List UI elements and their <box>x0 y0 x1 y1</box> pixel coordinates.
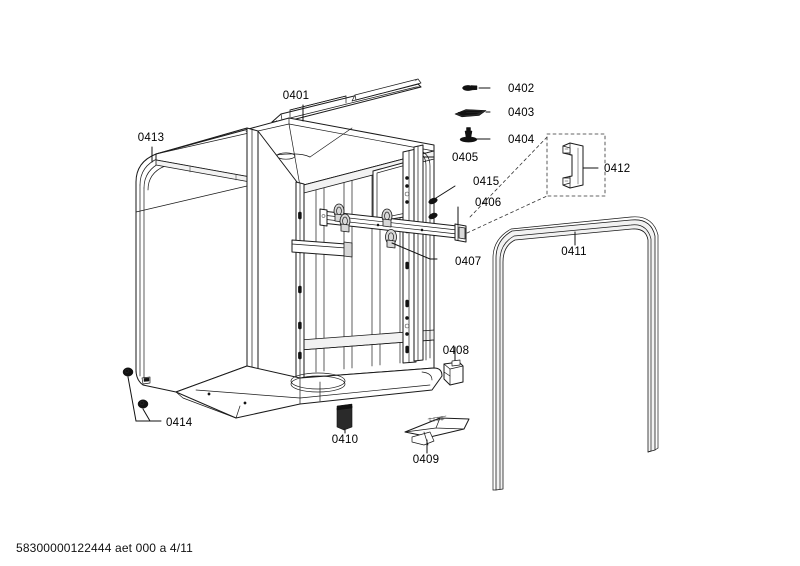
callout-0403: 0403 <box>508 107 534 119</box>
part-0408-corner-bracket <box>443 359 464 386</box>
leader-0407 <box>391 242 438 260</box>
part-0403-clip-strip <box>454 109 487 118</box>
callout-0401: 0401 <box>283 90 309 102</box>
crossbar-roller-mid <box>339 213 351 233</box>
callout-0402: 0402 <box>508 83 534 95</box>
base-screw-lower <box>137 399 149 409</box>
leader-0415 <box>435 185 456 199</box>
callout-0410: 0410 <box>332 434 358 446</box>
callout-0408: 0408 <box>443 345 469 357</box>
part-0412-detail <box>546 133 606 197</box>
callout-0409: 0409 <box>413 454 439 466</box>
part-0410-bushing-plug <box>336 403 353 431</box>
crossbar-roller-right <box>385 229 397 249</box>
callout-0411: 0411 <box>561 246 587 258</box>
callout-0415: 0415 <box>473 176 499 188</box>
callout-0404: 0404 <box>508 134 535 146</box>
callout-0405: 0405 <box>452 152 478 164</box>
callout-0412: 0412 <box>604 163 630 175</box>
c-bracket-clip <box>562 142 584 189</box>
leader-0414-b <box>142 408 151 422</box>
detail-link-upper <box>469 134 550 218</box>
callout-0407: 0407 <box>455 256 481 268</box>
part-0413-cabinet-housing <box>135 117 443 419</box>
leader-lines <box>127 87 599 454</box>
base-screw-upper <box>122 367 134 377</box>
part-0406-crossbar-end-cap <box>454 223 467 243</box>
part-0407-crossbar-assembly <box>291 203 467 258</box>
callout-0414: 0414 <box>166 417 193 429</box>
part-0405-vertical-rail <box>413 144 424 362</box>
part-0402-small-pin <box>462 85 478 91</box>
detail-link-lower <box>466 195 548 234</box>
callout-0413: 0413 <box>138 132 164 144</box>
wedge-bracket-ribs <box>429 416 443 423</box>
part-0409-wedge-bracket <box>404 415 470 446</box>
crossbar-roller-center <box>381 208 393 228</box>
callout-0406: 0406 <box>475 197 501 209</box>
part-0404-flanged-rivet <box>459 127 478 143</box>
leader-0414-a <box>127 376 162 422</box>
part-0415-screw-set <box>428 197 438 220</box>
part-0414-base-screws <box>122 367 149 409</box>
callout-labels: 0401 0402 0403 0404 0405 0415 0406 0407 … <box>138 83 630 466</box>
diagram-footer-code: 58300000122444 aet 000 a 4/11 <box>16 541 193 555</box>
part-0411-door-seal <box>492 216 659 491</box>
